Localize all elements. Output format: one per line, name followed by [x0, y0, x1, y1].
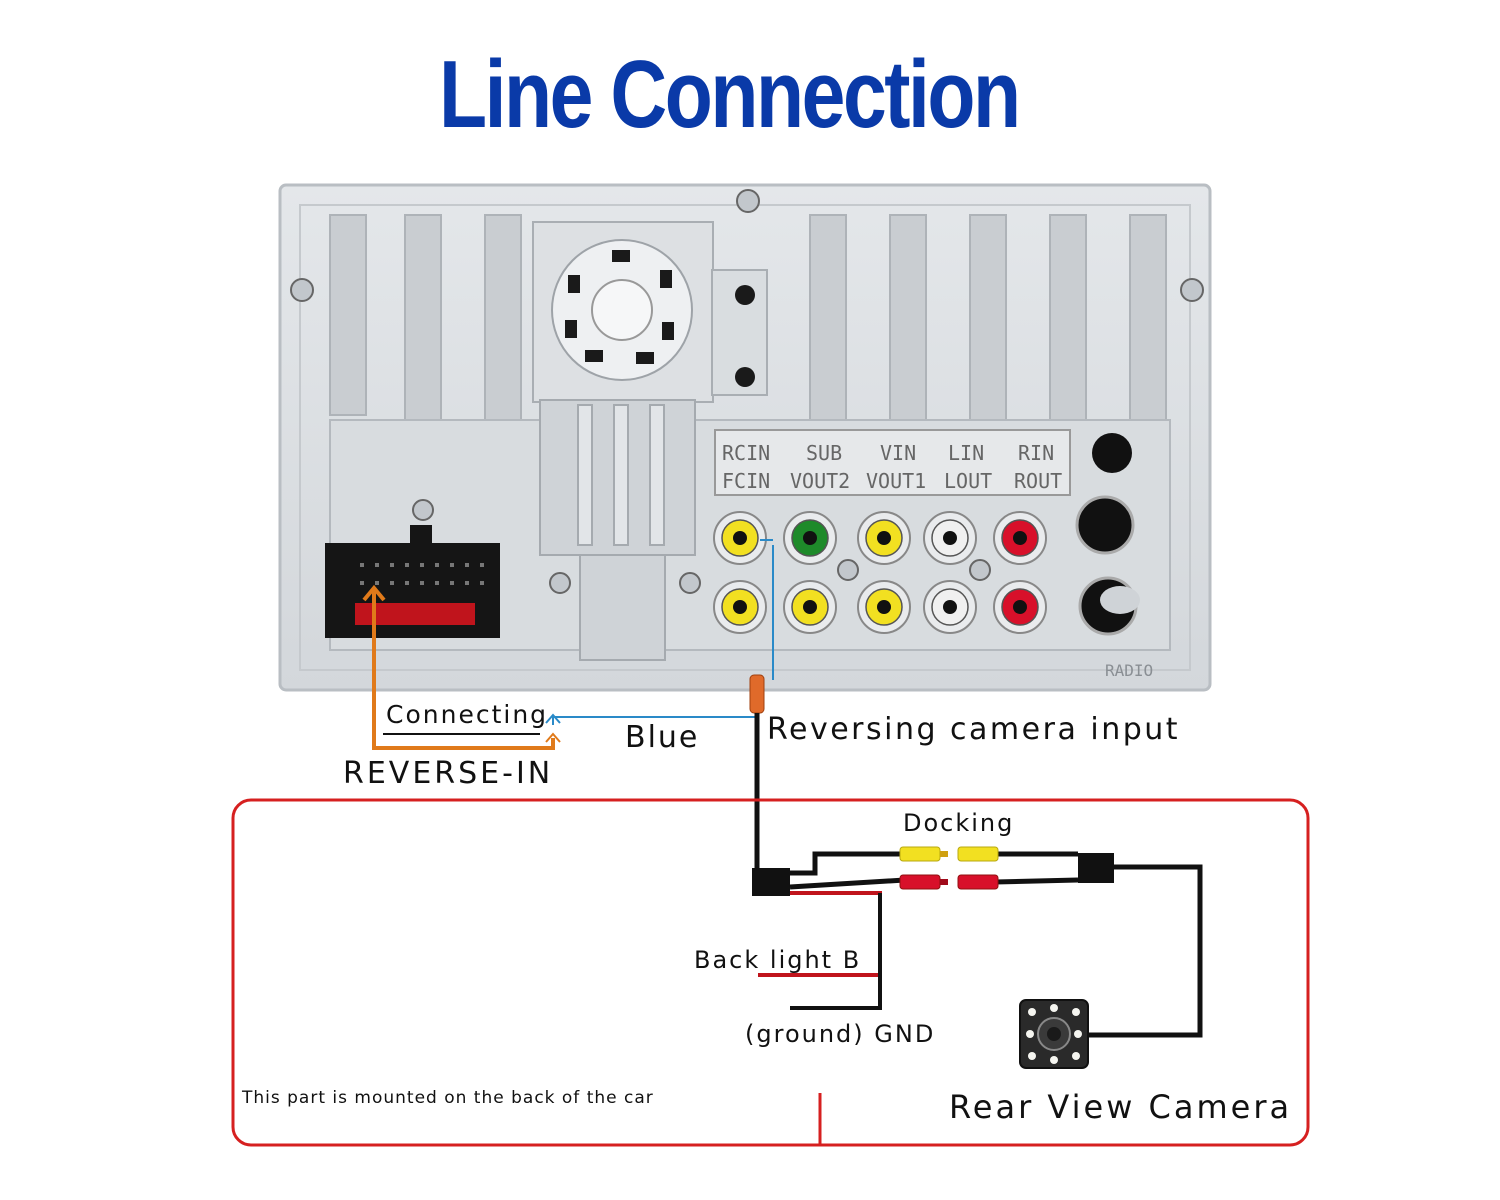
jack-label-top: RIN [1018, 441, 1054, 465]
jack-label-top: RCIN [722, 441, 770, 465]
rca-jack [783, 580, 837, 634]
rca-jack [713, 511, 767, 565]
jack-label-bottom: LOUT [944, 469, 992, 493]
harness-connector [325, 525, 500, 638]
screw-icons [290, 189, 1204, 594]
jack-label-top: SUB [806, 441, 842, 465]
jack-label-bottom: VOUT1 [866, 469, 926, 493]
rear-section-frame [231, 798, 1310, 1147]
ground-label: (ground) GND [745, 1020, 936, 1048]
back-light-label: Back light B [694, 946, 862, 974]
rear-part-note: This part is mounted on the back of the … [242, 1088, 654, 1108]
heat-sink-fins [329, 214, 1167, 426]
rca-label-plate [714, 429, 1071, 496]
rca-jack [923, 580, 977, 634]
rca-jack [783, 511, 837, 565]
reverse-in-label: REVERSE-IN [343, 756, 554, 791]
rca-jack [857, 580, 911, 634]
blue-wire [545, 539, 774, 725]
rca-jack [923, 511, 977, 565]
page-title: Line Connection [438, 41, 1021, 148]
jack-labels: RCIN SUB VIN LIN RIN FCIN VOUT2 VOUT1 LO… [722, 441, 1153, 680]
jack-label-bottom: FCIN [722, 469, 770, 493]
rca-jack [857, 511, 911, 565]
reverse-in-wire [362, 584, 561, 750]
brand-mark: RADIO [1105, 661, 1153, 680]
rear-camera-label: Rear View Camera [949, 1088, 1293, 1126]
reversing-input-label: Reversing camera input [767, 712, 1181, 747]
rca-jack [993, 580, 1047, 634]
jack-label-bottom: VOUT2 [790, 469, 850, 493]
docking-cables [752, 846, 1203, 1038]
blue-wire-label: Blue [625, 720, 700, 755]
jack-label-top: VIN [880, 441, 916, 465]
rca-jack [993, 511, 1047, 565]
jack-label-bottom: ROUT [1014, 469, 1062, 493]
docking-label: Docking [903, 809, 1015, 837]
connecting-label: Connecting [386, 700, 549, 729]
rca-jacks [713, 511, 1047, 634]
cooling-fan [532, 221, 768, 403]
mount-bracket [539, 399, 696, 661]
camera-input-cable [749, 674, 765, 868]
round-ports [1075, 433, 1140, 636]
jack-label-top: LIN [948, 441, 984, 465]
rca-jack [713, 580, 767, 634]
rear-camera-icon [1019, 999, 1089, 1069]
